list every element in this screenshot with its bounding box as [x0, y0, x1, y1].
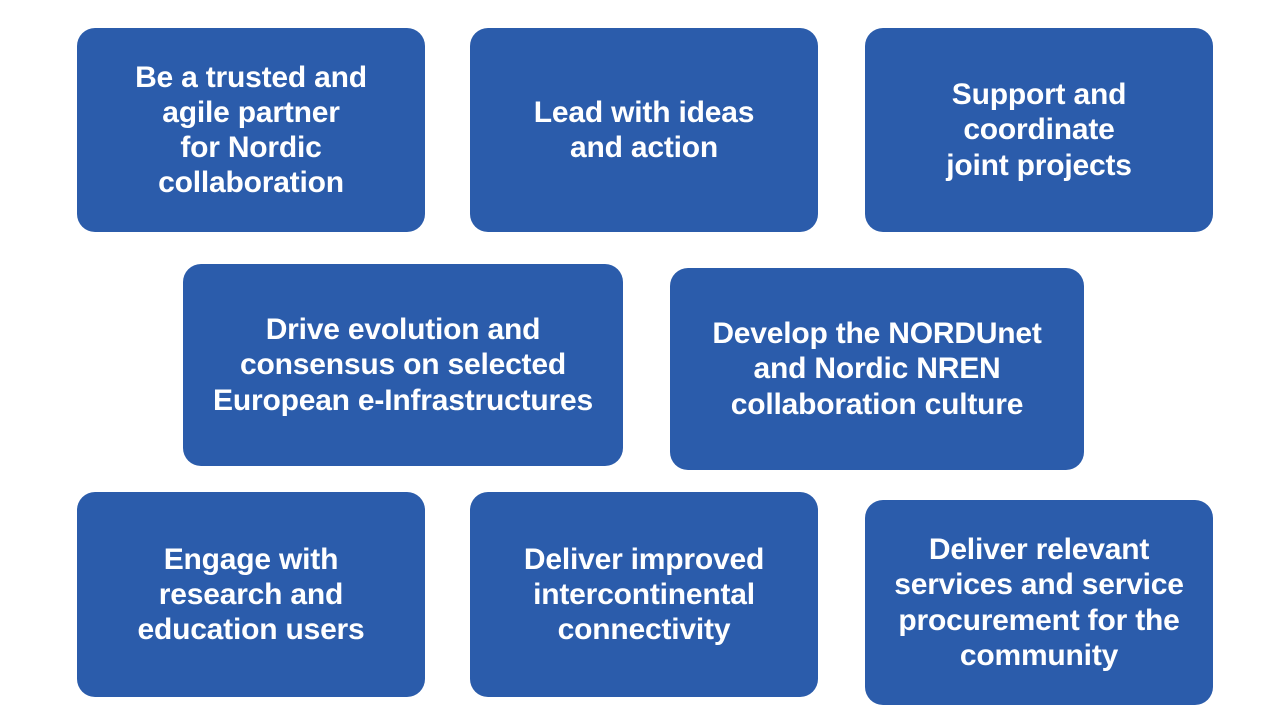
strategy-card-label: Develop the NORDUnet and Nordic NREN col…	[712, 317, 1042, 421]
strategy-card-label: Support and coordinate joint projects	[946, 78, 1132, 182]
strategy-card-label: Deliver improved intercontinental connec…	[523, 542, 765, 647]
strategy-card-label: Lead with ideas and action	[533, 95, 755, 164]
strategy-card-develop-nordunet-nren-culture[interactable]: Develop the NORDUnet and Nordic NREN col…	[670, 268, 1084, 470]
strategy-card-label: Drive evolution and consensus on selecte…	[213, 313, 593, 417]
strategy-card-support-coordinate-joint-projects[interactable]: Support and coordinate joint projects	[865, 28, 1213, 232]
strategy-card-drive-evolution-e-infrastructures[interactable]: Drive evolution and consensus on selecte…	[183, 264, 623, 466]
strategy-card-label: Deliver relevant services and service pr…	[894, 533, 1184, 672]
strategy-card-deliver-services-procurement[interactable]: Deliver relevant services and service pr…	[865, 500, 1213, 705]
strategy-card-deliver-intercontinental-connectivity[interactable]: Deliver improved intercontinental connec…	[470, 492, 818, 697]
strategy-card-engage-research-education-users[interactable]: Engage with research and education users	[77, 492, 425, 697]
strategy-card-label: Engage with research and education users	[137, 542, 365, 647]
strategy-card-lead-with-ideas[interactable]: Lead with ideas and action	[470, 28, 818, 232]
strategy-card-trusted-agile-partner[interactable]: Be a trusted and agile partner for Nordi…	[77, 28, 425, 232]
strategy-card-label: Be a trusted and agile partner for Nordi…	[135, 60, 367, 200]
